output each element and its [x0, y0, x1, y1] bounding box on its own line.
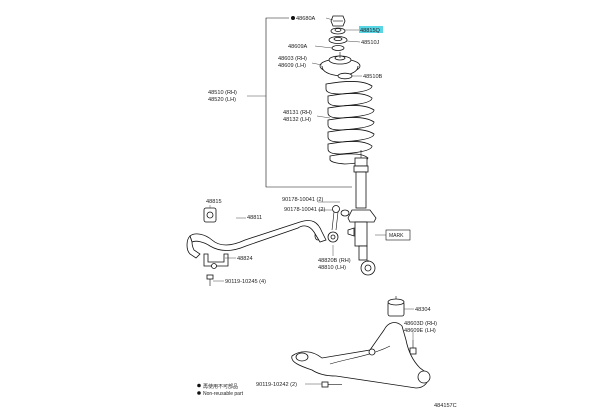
assembly-bracket	[265, 17, 352, 188]
label-48132[interactable]: 48132 (LH)	[283, 117, 311, 123]
lower-suspension-arm	[291, 322, 431, 389]
label-90178-a[interactable]: 90178-10041 (2)	[282, 197, 324, 203]
bearing-washer	[328, 36, 348, 44]
label-48609E[interactable]: 48609E (LH)	[404, 328, 436, 334]
shock-absorber	[347, 165, 377, 276]
label-90119-b[interactable]: 90119-10242 (2)	[256, 382, 297, 388]
stud-bolt-48603D	[409, 340, 417, 355]
label-48603D[interactable]: 48603D (RH)	[404, 321, 437, 327]
non-reusable-legend-mark	[197, 383, 201, 388]
bushing-bracket	[203, 253, 229, 269]
label-48824[interactable]: 48824	[237, 256, 253, 262]
bolt-90119-10245	[206, 274, 214, 286]
label-48510[interactable]: 48510 (RH)	[208, 90, 237, 96]
label-90119-a[interactable]: 90119-10245 (4)	[225, 279, 266, 285]
mark-label-box	[385, 229, 411, 241]
label-48131[interactable]: 48131 (RH)	[283, 110, 312, 116]
label-90178-b[interactable]: 90178-10041 (2)	[284, 207, 326, 213]
label-48815[interactable]: 48815	[206, 199, 222, 205]
stabilizer-bushing	[203, 207, 217, 223]
label-48609[interactable]: 48609 (LH)	[278, 63, 306, 69]
suspension-support	[319, 52, 361, 77]
label-48680A[interactable]: 48680A	[296, 16, 316, 22]
label-48510B[interactable]: 48510B	[363, 74, 383, 80]
label-mark: MARK	[389, 233, 404, 239]
label-48304[interactable]: 48304	[415, 307, 431, 313]
highlight-48815Q	[359, 26, 383, 33]
label-48603[interactable]: 48603 (RH)	[278, 56, 307, 62]
label-48510J[interactable]: 48510J	[361, 40, 380, 46]
top-nut	[330, 15, 346, 27]
non-reusable-mark-48680A	[291, 16, 295, 20]
legend-non-reusable-jp: 再使用不可部品	[203, 383, 238, 390]
coil-spring	[325, 81, 375, 165]
label-48820B[interactable]: 48820B (RH)	[318, 258, 351, 264]
lower-arm-bushing-48304	[387, 296, 405, 317]
bolt-90119-10242	[321, 381, 342, 388]
diagram-id: 484157C	[434, 403, 457, 409]
spacer-48609A	[331, 45, 345, 51]
label-48811[interactable]: 48811	[247, 215, 262, 221]
non-reusable-legend-mark-2	[197, 391, 201, 395]
label-48520[interactable]: 48520 (LH)	[208, 97, 236, 103]
legend-non-reusable-en: Non-reusable part	[203, 391, 244, 397]
cushion-retainer	[330, 27, 346, 35]
stabilizer-bar	[186, 220, 327, 259]
label-48810[interactable]: 48810 (LH)	[318, 265, 346, 271]
label-48609A[interactable]: 48609A	[288, 44, 308, 50]
label-48815Q[interactable]: 48815Q	[360, 28, 381, 34]
upper-spring-seat	[337, 72, 353, 80]
